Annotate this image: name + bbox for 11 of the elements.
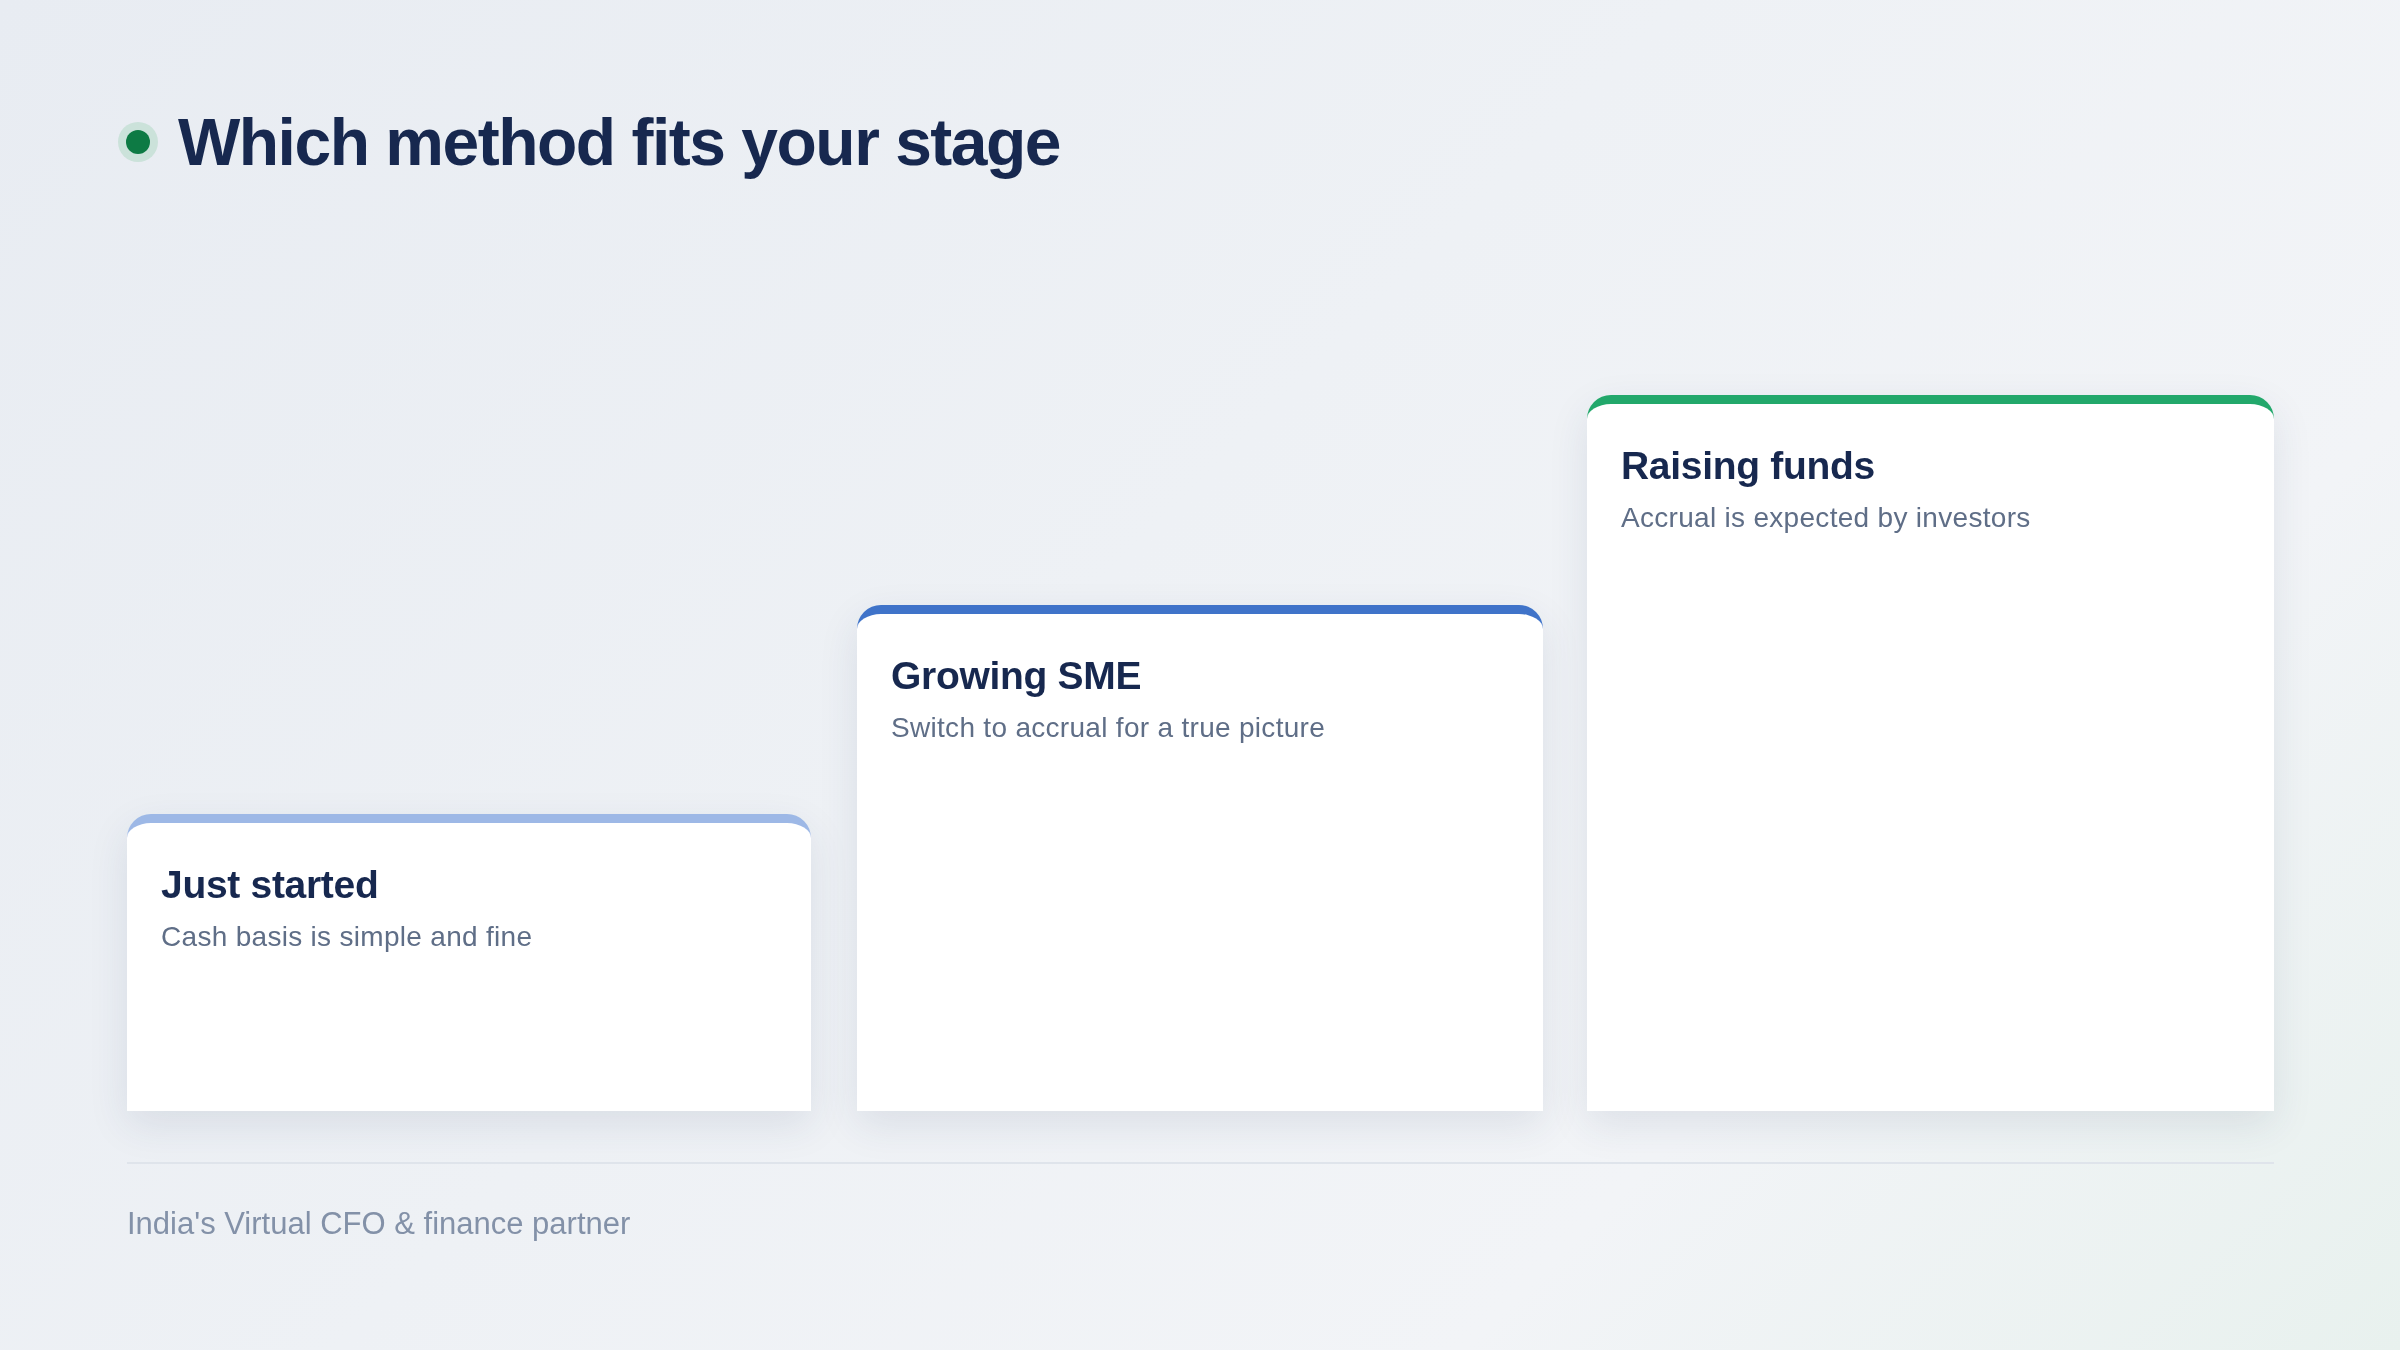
card-description: Switch to accrual for a true picture [891,711,1326,745]
card-description: Accrual is expected by investors [1621,501,2031,535]
card-heading: Growing SME [891,653,1142,699]
card-heading: Just started [161,862,379,908]
page-title: Which method fits your stage [178,104,1061,181]
card-heading: Raising funds [1621,443,1875,489]
stage-card [127,814,811,1111]
stage-card [1587,395,2274,1111]
card-description: Cash basis is simple and fine [161,920,533,954]
tagline-text: India's Virtual CFO & finance partner [127,1205,631,1243]
stage-card [857,605,1543,1111]
